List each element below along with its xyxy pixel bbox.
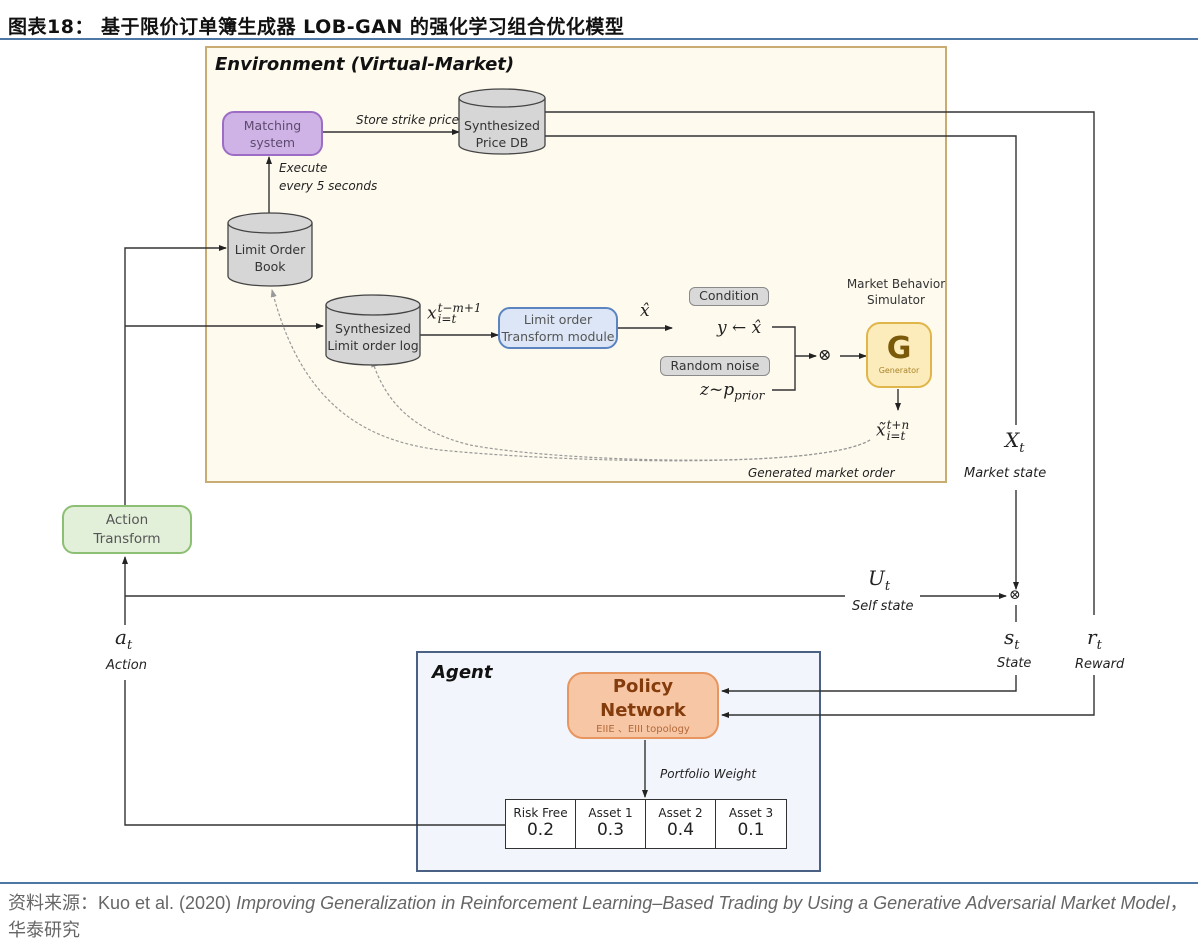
reward-symbol-base: r (1087, 625, 1097, 649)
policy-network-subtitle: EIIE 、EIII topology (596, 723, 690, 735)
market-state-label: Market state (964, 466, 1047, 481)
action-symbol-sub: t (126, 638, 133, 653)
weight-cell: Asset 3 0.1 (716, 800, 786, 848)
environment-panel: Environment (Virtual-Market) (205, 46, 947, 483)
cylinders (227, 88, 546, 366)
policy-network-label: Policy Network (600, 675, 686, 721)
portfolio-weight-label: Portfolio Weight (660, 767, 757, 781)
line-pricedb-to-market-state (545, 135, 1017, 425)
cylinder-limit-order-log (325, 294, 421, 366)
z-prior-math: z~pprior (700, 380, 764, 402)
weight-cell: Asset 1 0.3 (576, 800, 646, 848)
combine-symbol-state: ⊗ (1009, 587, 1021, 603)
source-suffix: ，华泰研究 (8, 893, 1188, 940)
weight-name: Asset 3 (728, 806, 774, 820)
transform-module-label: Limit order Transform module (501, 312, 615, 344)
cylinder-price-db (458, 88, 546, 155)
arrow-reward-to-policy (721, 675, 1095, 718)
x-tilde-sup: t+n (886, 418, 910, 432)
environment-title: Environment (Virtual-Market) (215, 54, 515, 75)
x-window-base: x (427, 303, 437, 324)
action-symbol-base: a (115, 625, 127, 649)
x-window-sub: i=t (437, 312, 457, 326)
x-hat-label: x̂ (640, 301, 650, 321)
source-rule (0, 882, 1198, 884)
state-label: State (997, 656, 1032, 671)
weight-value: 0.2 (526, 820, 555, 840)
weight-name: Asset 2 (658, 806, 703, 820)
market-state-symbol: Xt (1005, 428, 1024, 456)
action-symbol: at (115, 625, 132, 653)
dashed-feedback-to-lob (270, 289, 871, 462)
matching-system-box: Matching system (222, 111, 323, 156)
simulator-label: Market Behavior Simulator (846, 277, 946, 307)
arrow-transform-to-lob (124, 245, 227, 505)
action-transform-box: Action Transform (62, 505, 192, 554)
market-state-symbol-sub: t (1019, 441, 1025, 456)
self-state-symbol-base: U (868, 566, 885, 590)
reward-label: Reward (1075, 657, 1125, 672)
random-noise-pill: Random noise (660, 356, 770, 376)
generator-letter: G (886, 331, 912, 366)
x-window-sup: t−m+1 (437, 301, 482, 315)
self-state-symbol-sub: t (884, 579, 891, 594)
synthesized-limit-order-log-label: Synthesized Limit order log (327, 321, 419, 353)
x-tilde-base: x̃ (876, 420, 886, 441)
store-strike-price-label: Store strike price (356, 113, 460, 127)
action-label: Action (106, 658, 147, 673)
line-pricedb-to-reward (545, 111, 1095, 615)
source-paper-title: Improving Generalization in Reinforcemen… (236, 893, 1170, 913)
generated-market-order-label: Generated market order (748, 466, 895, 480)
source-note: 资料来源：Kuo et al. (2020) Improving General… (8, 890, 1188, 944)
matching-system-label: Matching system (243, 117, 302, 150)
self-state-symbol: Ut (868, 566, 890, 594)
limit-order-book-label: Limit Order Book (234, 242, 306, 274)
weight-name: Asset 1 (588, 806, 633, 820)
weight-value: 0.1 (737, 820, 765, 840)
state-symbol-sub: t (1014, 638, 1020, 653)
generator-box: G Generator (866, 322, 932, 388)
agent-title: Agent (432, 662, 493, 683)
y-assign-label: y ← x̂ (717, 318, 762, 338)
reward-symbol: rt (1087, 625, 1102, 653)
state-symbol: st (1004, 625, 1020, 653)
source-authors: Kuo et al. (2020) (98, 893, 237, 913)
dashed-feedback-to-log (371, 359, 871, 461)
x-tilde-sub: i=t (886, 429, 906, 443)
execute-label-2: every 5 seconds (279, 179, 378, 193)
title-rule (0, 38, 1198, 40)
action-transform-label: Action Transform (93, 511, 161, 547)
weight-value: 0.4 (666, 820, 695, 840)
cylinder-limit-order-book (227, 212, 313, 287)
figure-title: 图表18： 基于限价订单簿生成器 LOB-GAN 的强化学习组合优化模型 (8, 16, 625, 38)
weight-value: 0.3 (596, 820, 625, 840)
arrow-state-to-policy (721, 675, 1017, 694)
market-state-symbol-base: X (1005, 428, 1020, 452)
weight-cell: Risk Free 0.2 (506, 800, 576, 848)
generator-label: Generator (878, 366, 920, 375)
execute-label-1: Execute (279, 161, 328, 175)
weight-cell: Asset 2 0.4 (646, 800, 716, 848)
transform-module-box: Limit order Transform module (498, 307, 618, 349)
reward-symbol-sub: t (1096, 638, 1102, 653)
weight-name: Risk Free (513, 806, 568, 820)
policy-network-box: Policy Network EIIE 、EIII topology (567, 672, 719, 739)
source-prefix: 资料来源： (8, 893, 98, 913)
self-state-label: Self state (852, 599, 914, 614)
combine-symbol-env: ⊗ (818, 345, 832, 364)
z-prior-base: z~p (700, 380, 735, 400)
synthesized-price-db-label: Synthesized Price DB (464, 118, 540, 150)
z-prior-sub: prior (734, 388, 765, 403)
portfolio-weights-table: Risk Free 0.2 Asset 1 0.3 Asset 2 0.4 As… (505, 799, 787, 849)
condition-pill: Condition (689, 287, 769, 306)
state-symbol-base: s (1004, 625, 1015, 649)
line-weights-to-action (124, 680, 505, 826)
